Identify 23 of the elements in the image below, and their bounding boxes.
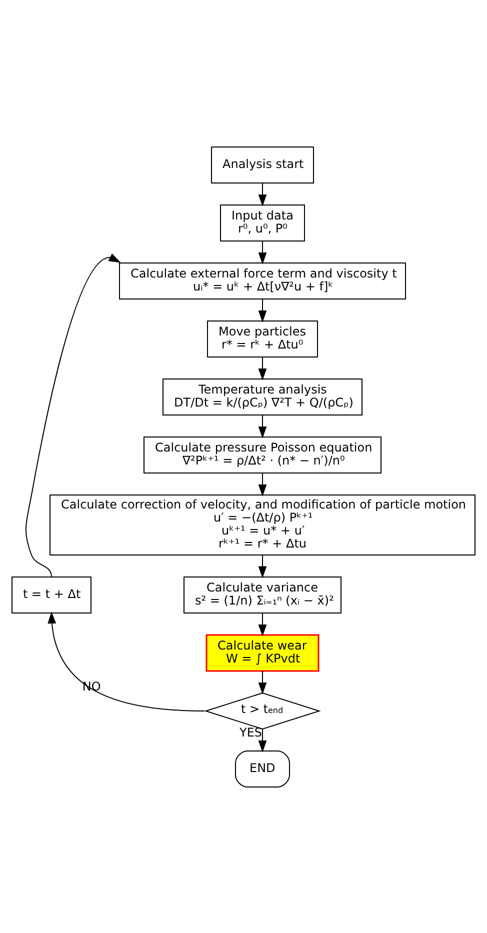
arrow — [258, 728, 267, 752]
arrow — [48, 610, 205, 711]
node-box: Move particles r* = rᵏ + Δtu⁰ — [207, 320, 318, 357]
arrow — [258, 612, 267, 636]
node-box: Calculate correction of velocity, and modification of particle motion u′ = −(Δt/ρ) Pᵏ⁺¹ uᵏ⁺¹ = u* + u′ rᵏ⁺¹ = r* + Δtu — [50, 494, 476, 555]
node-box: END — [235, 750, 290, 787]
arrow — [258, 356, 267, 380]
arrow — [258, 670, 267, 694]
arrow — [258, 472, 267, 496]
arrow — [258, 554, 267, 578]
node-box: t = t + Δt — [12, 576, 92, 613]
arrow — [258, 298, 267, 322]
arrow — [258, 240, 267, 264]
node-box: Analysis start — [211, 146, 314, 183]
node-box: Calculate external force term and viscosity t uᵢ* = uᵏ + Δt[ν∇²u + f]ᵏ — [119, 262, 406, 299]
node-box: Temperature analysis DT/Dt = k/(ρCₚ) ∇²T + Q/(ρCₚ) — [162, 378, 362, 415]
arrow — [258, 182, 267, 206]
arrow — [258, 414, 267, 438]
node-box: Input data r⁰, u⁰, P⁰ — [220, 204, 305, 241]
node-box: Calculate wear W = ∫ KPvdt — [206, 634, 320, 672]
node-box: Calculate pressure Poisson equation ∇²Pᵏ⁺¹ = ρ/Δt² · (n* − n′)/n⁰ — [144, 436, 382, 473]
arrow — [25, 252, 121, 577]
node-box: Calculate variance s² = (1/n) Σᵢ₌₁ⁿ (xᵢ − x̄)² — [184, 576, 342, 613]
